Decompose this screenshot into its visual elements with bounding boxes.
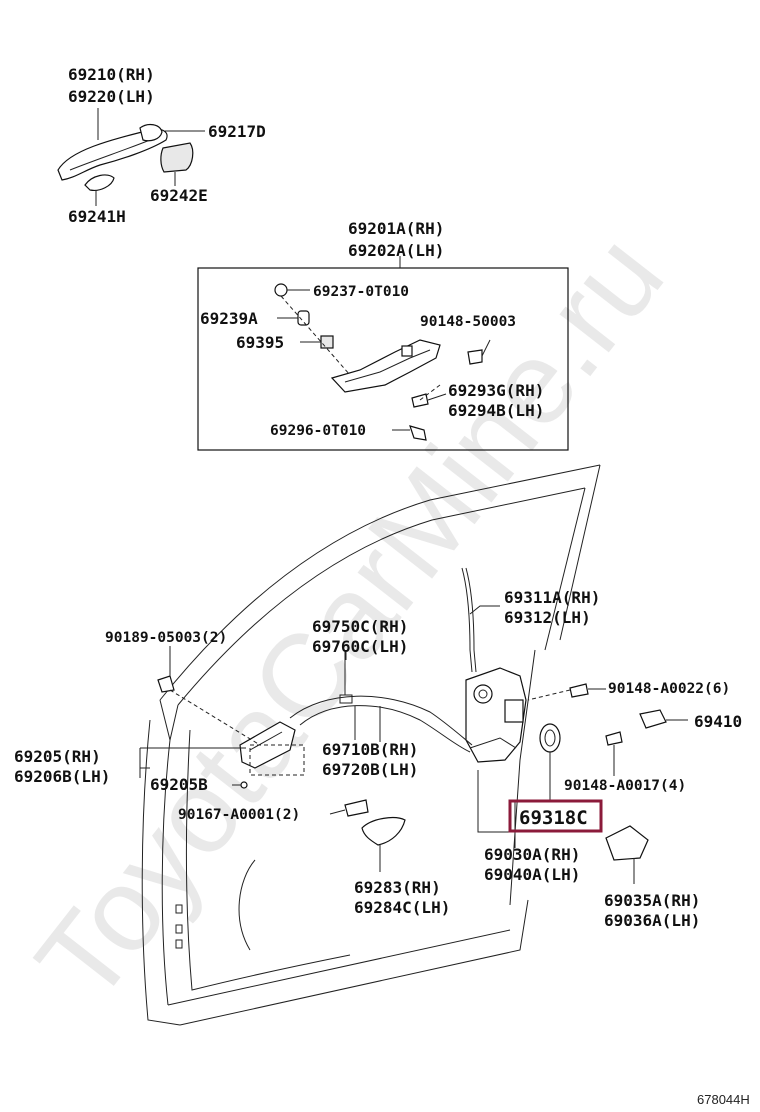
label-69311: 69311A(RH) [504,588,600,607]
label-69220: 69220(LH) [68,87,155,106]
label-69284: 69284C(LH) [354,898,450,917]
label-69296: 69296-0T010 [270,423,366,439]
lock-cover-69035[interactable] [605,825,649,861]
frame-assembly-box [197,256,569,451]
handle-escutcheon[interactable] [84,174,115,191]
label-69318c[interactable]: 69318C [519,807,588,829]
label-69750: 69750C(RH) [312,617,408,636]
lock-seal-69318c[interactable] [539,723,561,753]
label-69217: 69217D [208,122,266,141]
label-69312: 69312(LH) [504,608,591,627]
label-90167: 90167-A0001(2) [178,807,300,823]
bolt-90148-50003[interactable] [467,349,483,365]
label-69205b: 69205B [150,775,208,794]
outside-handle-group [57,108,205,206]
screw-69237[interactable] [274,283,288,297]
handle-cap[interactable] [139,123,163,142]
lock-assembly-group [461,567,688,884]
label-69035: 69035A(RH) [604,891,700,910]
screw-90148-a0022[interactable] [569,683,589,698]
label-69760: 69760C(LH) [312,637,408,656]
cover-69293[interactable] [411,393,429,408]
handle-cover-69283[interactable] [361,817,406,846]
screw-69296[interactable] [409,425,427,441]
label-90148-a0022: 90148-A0022(6) [608,681,730,697]
label-69720: 69720B(LH) [322,760,418,779]
screw-90148-a0017[interactable] [605,731,623,746]
label-69293: 69293G(RH) [448,381,544,400]
label-69040: 69040A(LH) [484,865,580,884]
screw-90167[interactable] [344,799,369,817]
label-69710: 69710B(RH) [322,740,418,759]
label-90148-a0017: 90148-A0017(4) [564,778,686,794]
clip-90189[interactable] [157,675,175,693]
label-90148-50003: 90148-50003 [420,314,516,330]
door-outline [141,464,601,1026]
label-69036: 69036A(LH) [604,911,700,930]
pin-69205b[interactable] [240,781,248,789]
label-69210: 69210(RH) [68,65,155,84]
label-69237: 69237-0T010 [313,284,409,300]
diagram-id: 678044H [697,1092,750,1107]
label-90189: 90189-05003(2) [105,630,227,646]
label-69242: 69242E [150,186,208,205]
cable-group [289,650,473,753]
handle-frame[interactable] [330,339,441,393]
label-69202: 69202A(LH) [348,241,444,260]
striker-69410[interactable] [639,709,667,729]
label-69294: 69294B(LH) [448,401,544,420]
label-69206: 69206B(LH) [14,767,110,786]
highlight-box-69318c[interactable] [508,799,603,833]
cushion-69395[interactable] [320,335,334,349]
handle-cover-pad[interactable] [160,142,194,173]
label-69239: 69239A [200,309,258,328]
label-69030: 69030A(RH) [484,845,580,864]
label-69395: 69395 [236,333,284,352]
label-69201: 69201A(RH) [348,219,444,238]
label-69205: 69205(RH) [14,747,101,766]
label-69283: 69283(RH) [354,878,441,897]
label-69410: 69410 [694,712,742,731]
label-69241: 69241H [68,207,126,226]
inside-handle-group [139,646,406,872]
